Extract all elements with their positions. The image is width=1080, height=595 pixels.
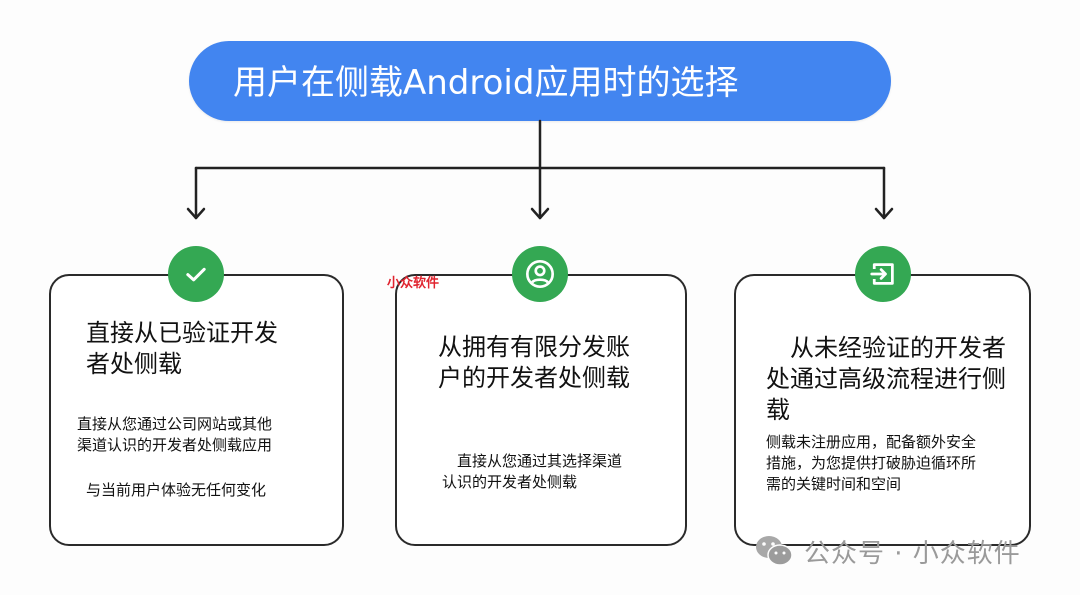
card-description: 侧载未注册应用，配备额外安全 措施，为您提供打破胁迫循环所 需的关键时间和空间	[766, 433, 977, 493]
card-note: 与当前用户体验无任何变化	[86, 481, 267, 499]
card-title: 从拥有有限分发账 户的开发者处侧载	[438, 333, 630, 392]
badge-limited-distribution	[512, 246, 568, 302]
card-description: 直接从您通过其选择渠道 认识的开发者处侧载	[442, 452, 623, 491]
option-card-limited-distribution	[395, 274, 687, 546]
arrow-down-icon	[530, 207, 550, 220]
red-watermark: 小众软件	[387, 276, 440, 291]
account-name: 公众号 · 小众软件	[804, 538, 1021, 569]
title-banner	[189, 41, 891, 121]
diagram-title: 用户在侧载Android应用时的选择	[233, 63, 739, 103]
card-description: 直接从您通过公司网站或其他 渠道认识的开发者处侧载应用	[77, 415, 273, 454]
badge-verified	[168, 246, 224, 302]
arrow-down-icon	[874, 207, 894, 220]
badge-unverified	[855, 246, 911, 302]
enter-arrow-icon	[870, 263, 894, 285]
account-watermark: 公众号 · 小众软件	[754, 531, 1021, 571]
user-account-icon	[526, 260, 554, 288]
wechat-icon	[756, 536, 793, 566]
option-card-verified	[49, 274, 344, 546]
arrow-down-icon	[186, 207, 206, 220]
checkmark-icon	[186, 267, 206, 282]
card-title: 直接从已验证开发 者处侧载	[86, 319, 278, 378]
card-title: 从未经验证的开发者 处通过高级流程进行侧 载	[766, 334, 1006, 424]
